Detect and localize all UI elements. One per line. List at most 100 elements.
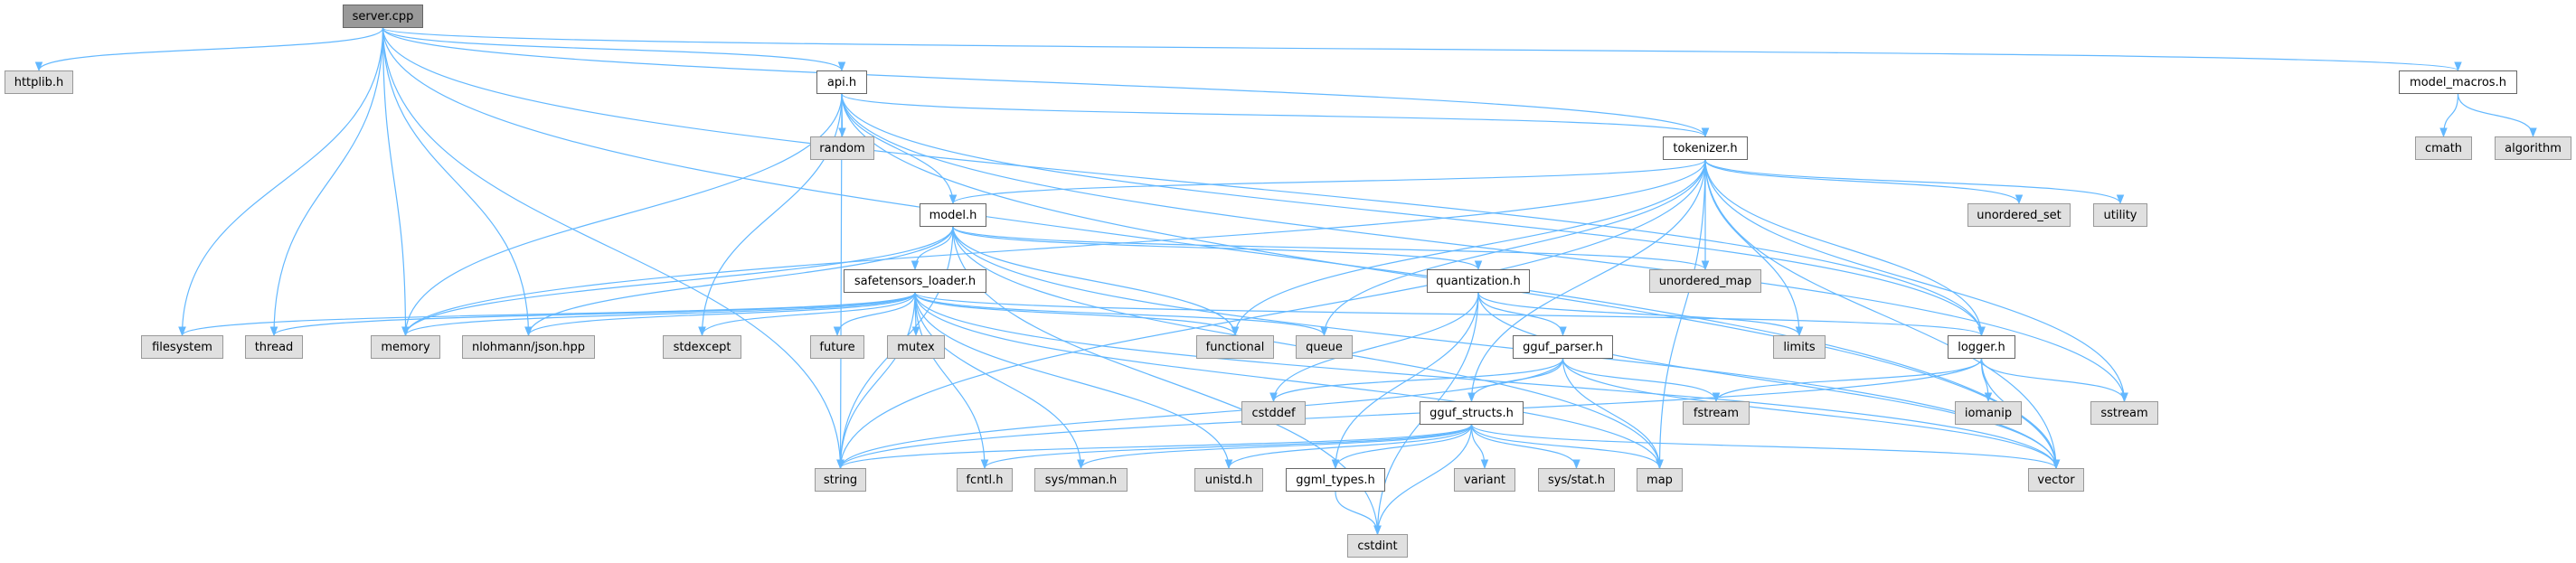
edge-api-to-sstream xyxy=(841,93,2128,403)
edge-logger-to-fstream xyxy=(1712,358,1983,403)
edge-safetensors-to-thread xyxy=(269,292,916,337)
node-cstdint: cstdint xyxy=(1347,534,1408,558)
edge-logger-to-string xyxy=(836,358,1983,470)
node-sys-mman: sys/mman.h xyxy=(1034,468,1128,492)
node-unistd: unistd.h xyxy=(1194,468,1263,492)
edge-quantization-to-limits xyxy=(1477,292,1804,337)
edge-api-to-tokenizer xyxy=(841,93,1710,138)
edge-api-to-stdexcept xyxy=(698,93,843,337)
edge-safetensors-to-queue xyxy=(914,292,1328,337)
edge-api-to-memory xyxy=(401,93,843,337)
edge-tokenizer-to-unordered_set xyxy=(1704,159,2024,205)
node-filesystem: filesystem xyxy=(141,335,223,359)
edge-server-to-thread xyxy=(269,27,384,337)
edge-server-to-api xyxy=(382,27,846,72)
edge-model_macros-to-cmath xyxy=(2439,93,2459,138)
edge-gguf_structs-to-variant xyxy=(1470,424,1489,470)
edge-gguf_structs-to-sys_mman xyxy=(1077,424,1473,470)
node-ggml-types[interactable]: ggml_types.h xyxy=(1286,468,1385,492)
edge-api-to-model xyxy=(841,93,958,205)
edge-tokenizer-to-limits xyxy=(1704,159,1804,337)
node-map: map xyxy=(1637,468,1683,492)
node-future: future xyxy=(810,335,864,359)
edge-tokenizer-to-functional xyxy=(1231,159,1706,337)
node-unordered-map: unordered_map xyxy=(1649,269,1761,293)
edge-tokenizer-to-utility xyxy=(1704,159,2125,205)
node-gguf-parser[interactable]: gguf_parser.h xyxy=(1513,335,1613,359)
edge-server-to-filesystem xyxy=(178,27,384,337)
edge-gguf_structs-to-vector xyxy=(1470,424,2061,470)
node-server: server.cpp xyxy=(343,5,423,28)
node-safetensors[interactable]: safetensors_loader.h xyxy=(844,269,986,293)
node-thread: thread xyxy=(245,335,303,359)
edge-quantization-to-vector xyxy=(1477,292,2061,470)
edge-server-to-httplib xyxy=(34,27,384,72)
node-quantization[interactable]: quantization.h xyxy=(1427,269,1530,293)
node-model[interactable]: model.h xyxy=(920,203,986,227)
edge-safetensors-to-stdexcept xyxy=(698,292,916,337)
node-fstream: fstream xyxy=(1683,401,1750,425)
edge-quantization-to-gguf_parser xyxy=(1477,292,1567,337)
node-memory: memory xyxy=(371,335,440,359)
edge-server-to-model_macros xyxy=(382,27,2462,72)
node-iomanip: iomanip xyxy=(1955,401,2022,425)
edge-tokenizer-to-gguf_structs xyxy=(1467,159,1706,403)
edge-quantization-to-cstddef xyxy=(1269,292,1479,403)
edge-gguf_parser-to-string xyxy=(836,358,1564,470)
edge-tokenizer-to-queue xyxy=(1320,159,1706,337)
edge-server-to-json xyxy=(382,27,533,337)
node-fcntl: fcntl.h xyxy=(957,468,1013,492)
edge-safetensors-to-future xyxy=(833,292,916,337)
edge-logger-to-sstream xyxy=(1980,358,2128,403)
edge-safetensors-to-sys_mman xyxy=(914,292,1085,470)
edge-gguf_structs-to-unistd xyxy=(1224,424,1473,470)
node-stdexcept: stdexcept xyxy=(663,335,741,359)
edge-tokenizer-to-memory xyxy=(401,159,1706,337)
node-random: random xyxy=(810,136,874,160)
edge-tokenizer-to-logger xyxy=(1704,159,1986,337)
edge-api-to-string xyxy=(836,93,845,470)
edge-gguf_structs-to-cstdint xyxy=(1373,424,1473,536)
node-limits: limits xyxy=(1773,335,1826,359)
edge-model-to-functional xyxy=(952,226,1240,337)
node-api[interactable]: api.h xyxy=(816,70,867,94)
node-json: nlohmann/json.hpp xyxy=(462,335,595,359)
edge-tokenizer-to-vector xyxy=(1704,159,2061,470)
edge-server-to-tokenizer xyxy=(382,27,1710,138)
node-variant: variant xyxy=(1454,468,1515,492)
edge-gguf_parser-to-vector xyxy=(1562,358,2061,470)
edge-model_macros-to-algorithm xyxy=(2457,93,2537,138)
node-vector: vector xyxy=(2028,468,2084,492)
node-httplib: httplib.h xyxy=(5,70,73,94)
edge-safetensors-to-logger xyxy=(914,292,1986,337)
node-gguf-structs[interactable]: gguf_structs.h xyxy=(1420,401,1524,425)
edge-safetensors-to-string xyxy=(836,292,916,470)
edge-tokenizer-to-sstream xyxy=(1704,159,2128,403)
edge-safetensors-to-filesystem xyxy=(178,292,916,337)
node-utility: utility xyxy=(2093,203,2147,227)
edge-tokenizer-to-string xyxy=(836,159,1706,470)
edge-server-to-memory xyxy=(382,27,410,337)
edge-gguf_parser-to-map xyxy=(1562,358,1664,470)
node-logger[interactable]: logger.h xyxy=(1948,335,2015,359)
edge-tokenizer-to-map xyxy=(1656,159,1706,470)
edge-server-to-logger xyxy=(382,27,1986,337)
node-unordered-set: unordered_set xyxy=(1967,203,2071,227)
node-functional: functional xyxy=(1196,335,1274,359)
edge-model-to-safetensors xyxy=(911,226,954,271)
edge-safetensors-to-unistd xyxy=(914,292,1233,470)
node-sys-stat: sys/stat.h xyxy=(1538,468,1615,492)
edge-model-to-unordered_map xyxy=(952,226,1710,271)
node-tokenizer[interactable]: tokenizer.h xyxy=(1663,136,1748,160)
edge-gguf_parser-to-fstream xyxy=(1562,358,1721,403)
node-sstream: sstream xyxy=(2090,401,2158,425)
node-cstddef: cstddef xyxy=(1241,401,1306,425)
edge-model-to-memory xyxy=(401,226,954,337)
node-algorithm: algorithm xyxy=(2495,136,2571,160)
edge-gguf_structs-to-fcntl xyxy=(980,424,1473,470)
node-model-macros[interactable]: model_macros.h xyxy=(2399,70,2517,94)
node-cmath: cmath xyxy=(2415,136,2472,160)
edge-server-to-string xyxy=(382,27,845,470)
edge-safetensors-to-memory xyxy=(401,292,916,337)
